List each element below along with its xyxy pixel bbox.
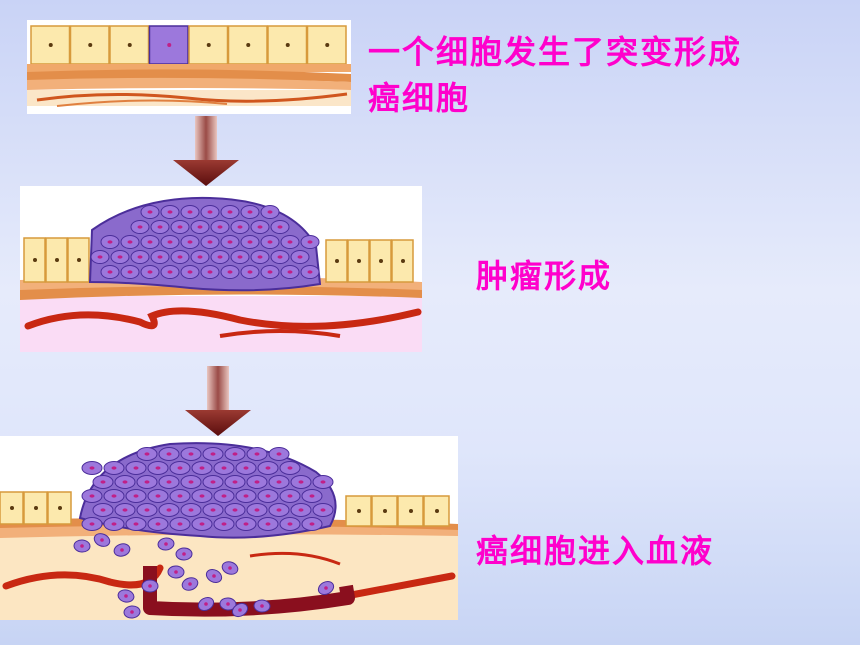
stage-3-image	[0, 436, 458, 620]
tumor-mass	[88, 196, 322, 292]
stage-2-caption: 肿瘤形成	[476, 257, 613, 295]
stage-1-caption-line-1: 一个细胞发生了突变形成	[368, 33, 743, 71]
stage-1-image	[27, 20, 351, 114]
normal-cell-row	[30, 25, 347, 65]
stage-1-caption-line-2: 癌细胞	[368, 79, 471, 117]
down-arrow-icon	[185, 366, 251, 436]
stage-2-image	[20, 186, 422, 352]
stage-3-caption: 癌细胞进入血液	[476, 532, 715, 570]
circulating-cancer-cells	[73, 533, 335, 619]
down-arrow-icon	[173, 116, 239, 186]
tumor-mass	[78, 442, 337, 539]
